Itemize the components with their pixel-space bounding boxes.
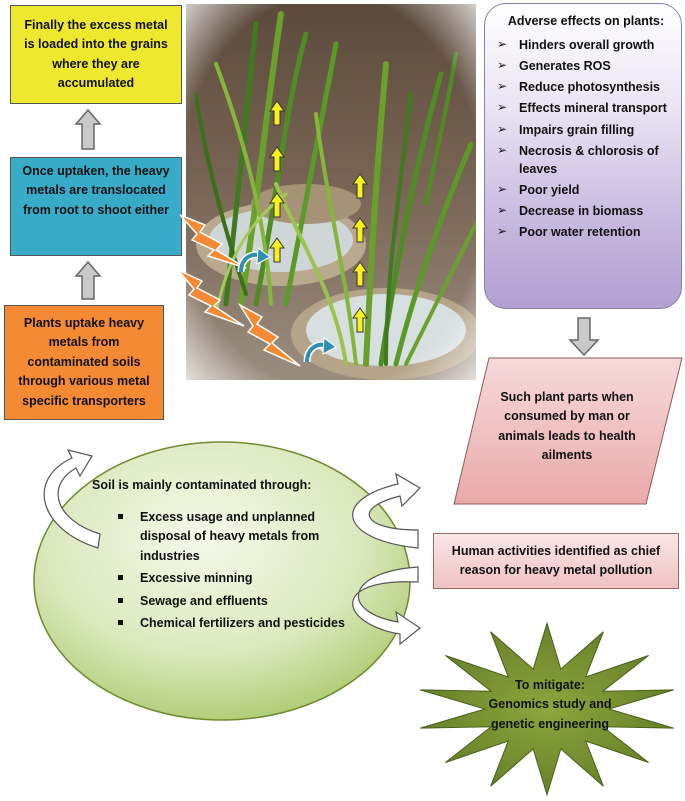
translocation-text: Once uptaken, the heavy metals are trans…	[22, 164, 170, 217]
effect-label: Reduce photosynthesis	[519, 80, 660, 95]
uptake-box: Plants uptake heavy metals from contamin…	[4, 305, 164, 420]
adverse-effects-list: ➢ Hinders overall growth ➢ Generates ROS ➢…	[497, 36, 675, 241]
list-item: ➢ Poor yield	[497, 181, 675, 199]
list-item: ➢ Generates ROS	[497, 57, 675, 75]
human-activities-box: Human activities identified as chief rea…	[433, 533, 679, 589]
list-item: Excessive minning	[118, 569, 358, 588]
adverse-effects-title: Adverse effects on plants:	[507, 14, 665, 28]
list-item: ➢ Necrosis & chlorosis of leaves	[497, 142, 675, 178]
effect-label: Necrosis & chlorosis of leaves	[519, 143, 659, 176]
soil-contamination-list: Excess usage and unplanned disposal of h…	[118, 508, 358, 636]
list-item: ➢ Decrease in biomass	[497, 202, 675, 220]
chevron-bullet-icon: ➢	[497, 181, 508, 196]
effect-label: Hinders overall growth	[519, 38, 655, 52]
soil-contamination-title: Soil is mainly contaminated through:	[92, 478, 312, 492]
down-arrow-icon	[568, 317, 600, 357]
square-bullet-icon	[118, 514, 123, 519]
effect-label: Poor water retention	[519, 225, 641, 240]
list-item: Sewage and effluents	[118, 592, 358, 611]
grains-accumulation-box: Finally the excess metal is loaded into …	[10, 5, 182, 104]
uptake-text: Plants uptake heavy metals from contamin…	[18, 316, 150, 408]
list-item: ➢ Impairs grain filling	[497, 121, 675, 139]
human-activities-text: Human activities identified as chief rea…	[451, 544, 661, 577]
list-item: ➢ Effects mineral transport	[497, 99, 675, 117]
square-bullet-icon	[118, 619, 123, 625]
mitigation-text: To mitigate: Genomics study and genetic …	[470, 676, 630, 734]
effect-label: Decrease in biomass	[519, 204, 644, 218]
list-item: ➢ Reduce photosynthesis	[497, 78, 675, 96]
list-item: ➢ Hinders overall growth	[497, 36, 675, 54]
chevron-bullet-icon: ➢	[497, 203, 508, 217]
mitigation-star	[420, 621, 674, 797]
soil-source-label: Excessive minning	[140, 571, 253, 586]
effect-label: Effects mineral transport	[519, 101, 667, 116]
chevron-bullet-icon: ➢	[497, 37, 508, 51]
chevron-bullet-icon: ➢	[497, 100, 508, 115]
soil-source-label: Chemical fertilizers and pesticides	[140, 615, 345, 630]
square-bullet-icon	[118, 597, 123, 603]
list-item: ➢ Poor water retention	[497, 223, 675, 241]
adverse-effects-panel: Adverse effects on plants: ➢ Hinders over…	[484, 3, 682, 309]
square-bullet-icon	[118, 575, 123, 581]
chevron-bullet-icon: ➢	[497, 58, 508, 73]
list-item: Excess usage and unplanned disposal of h…	[118, 508, 358, 566]
mitigation-body: Genomics study and genetic engineering	[488, 697, 612, 731]
chevron-bullet-icon: ➢	[497, 121, 508, 136]
translocation-box: Once uptaken, the heavy metals are trans…	[10, 157, 182, 256]
grains-accumulation-text: Finally the excess metal is loaded into …	[24, 17, 168, 90]
effect-label: Poor yield	[519, 182, 580, 197]
effect-label: Generates ROS	[519, 59, 611, 74]
consumption-parallelogram	[453, 357, 683, 505]
chevron-bullet-icon: ➢	[497, 224, 508, 239]
up-arrow-icon	[74, 108, 102, 150]
consumption-text: Such plant parts when consumed by man or…	[498, 390, 636, 463]
up-arrow-icon	[74, 260, 102, 300]
rice-plant-photo	[186, 4, 476, 380]
mitigation-heading: To mitigate:	[515, 678, 585, 692]
list-item: Chemical fertilizers and pesticides	[118, 614, 358, 633]
chevron-bullet-icon: ➢	[497, 142, 508, 157]
chevron-bullet-icon: ➢	[497, 79, 508, 94]
effect-label: Impairs grain filling	[519, 122, 635, 137]
soil-source-label: Sewage and effluents	[140, 593, 268, 608]
soil-source-label: Excess usage and unplanned disposal of h…	[140, 510, 320, 563]
